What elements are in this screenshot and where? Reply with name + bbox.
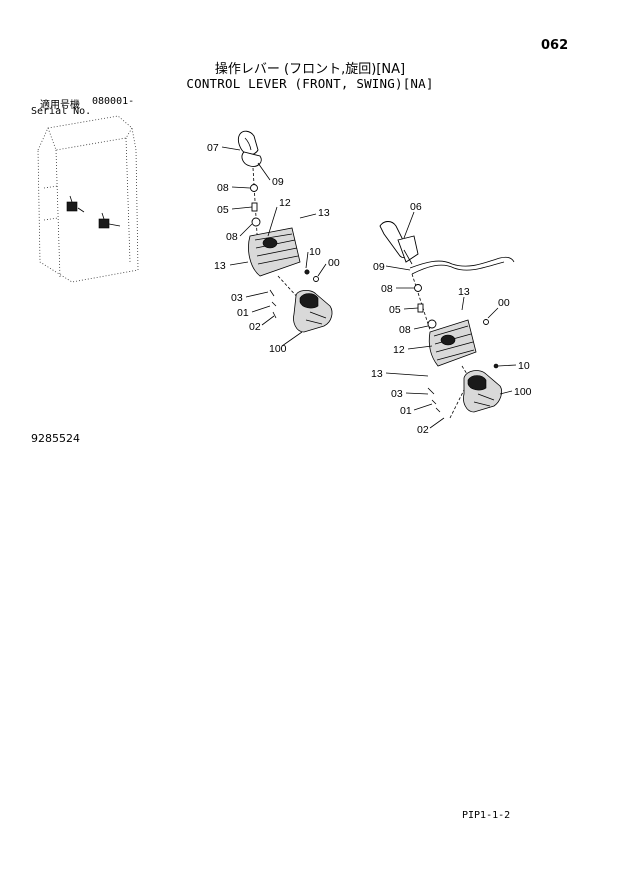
document-number: 9285524 — [31, 432, 80, 445]
right-lever-location-marker — [98, 212, 121, 229]
page-title-english: CONTROL LEVER (FRONT, SWING)[NA] — [186, 76, 434, 91]
callout: 13 — [458, 286, 470, 298]
callout: 01 — [237, 307, 249, 319]
right-lever-assembly — [379, 221, 515, 419]
callout: 05 — [217, 204, 229, 216]
right-nut — [414, 284, 422, 292]
callout: 08 — [381, 283, 393, 295]
callout: 08 — [226, 231, 238, 243]
left-callouts: 07 09 08 05 12 13 08 10 00 13 03 01 02 1… — [207, 142, 340, 355]
left-boot — [248, 227, 301, 277]
left-pilot-valve — [293, 290, 333, 333]
callout: 09 — [272, 176, 284, 188]
callout: 12 — [393, 344, 405, 356]
callout: 06 — [410, 201, 422, 213]
cab-location-sketch — [37, 115, 139, 283]
callout: 03 — [231, 292, 243, 304]
left-leader-lines — [221, 146, 327, 347]
right-screw — [417, 303, 424, 313]
left-lever-location-marker — [66, 195, 85, 213]
serial-label-english: Serial No. — [31, 106, 92, 117]
left-lever-assembly — [237, 130, 333, 333]
left-washer — [251, 217, 261, 227]
footer-code: PIP1-1-2 — [462, 810, 511, 821]
right-boot — [428, 319, 477, 367]
callout: 08 — [399, 324, 411, 336]
callout: 02 — [249, 321, 261, 333]
callout: 02 — [417, 424, 429, 436]
right-harness — [409, 256, 515, 275]
callout: 00 — [328, 257, 340, 269]
callout: 01 — [400, 405, 412, 417]
callout: 13 — [214, 260, 226, 272]
callout: 100 — [514, 386, 532, 398]
callout: 12 — [279, 197, 291, 209]
serial-value: 080001- — [92, 96, 135, 107]
right-leader-lines — [385, 211, 517, 429]
right-callouts: 06 09 08 13 05 00 08 12 10 13 03 100 01 … — [371, 201, 532, 436]
left-nut — [250, 184, 258, 192]
callout: 100 — [269, 343, 287, 355]
serial-label-japanese: 適用号機 — [40, 100, 80, 111]
callout: 13 — [371, 368, 383, 380]
left-grip — [237, 130, 262, 167]
right-grip — [379, 221, 419, 265]
right-washer — [427, 319, 437, 329]
callout: 10 — [309, 246, 321, 258]
callout: 03 — [391, 388, 403, 400]
callout: 07 — [207, 142, 219, 154]
callout: 00 — [498, 297, 510, 309]
right-pilot-valve — [463, 370, 502, 413]
page-title-japanese: 操作レバー (フロント,旋回)[NA] — [214, 62, 406, 77]
callout: 13 — [318, 207, 330, 219]
left-screw — [251, 202, 258, 212]
callout: 05 — [389, 304, 401, 316]
callout: 09 — [373, 261, 385, 273]
callout: 08 — [217, 182, 229, 194]
page-number: 062 — [541, 38, 569, 53]
callout: 10 — [518, 360, 530, 372]
